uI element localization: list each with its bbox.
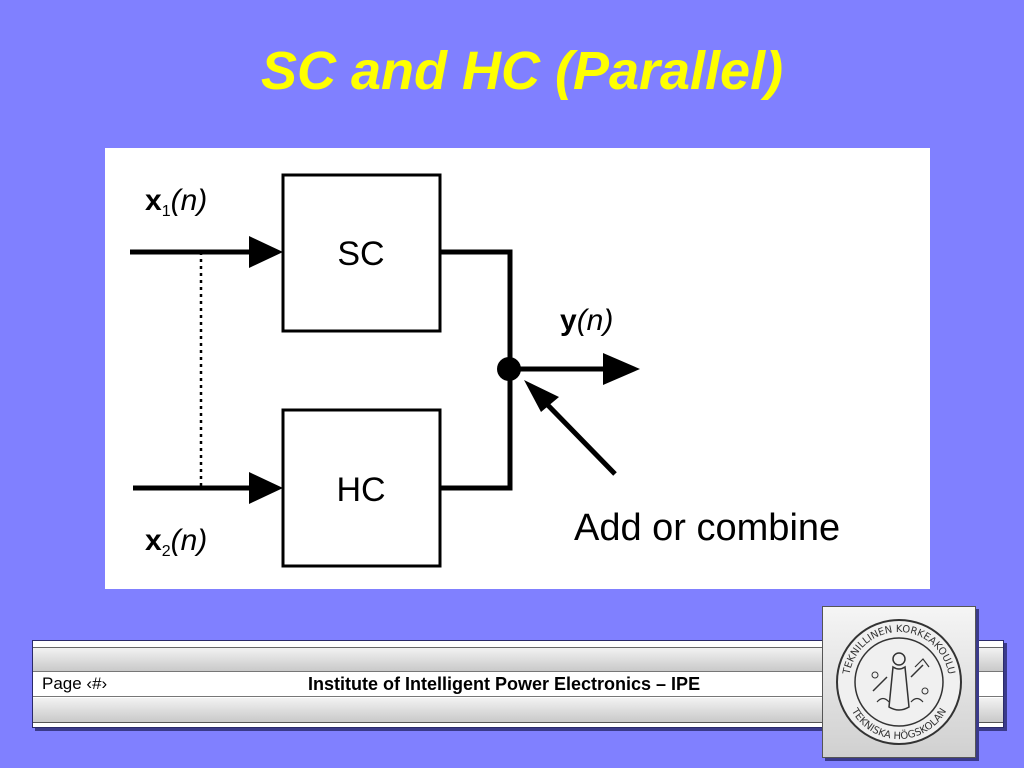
sc-block-label: SC xyxy=(337,235,384,273)
hc-block-label: HC xyxy=(336,471,385,509)
hc-block xyxy=(281,408,442,568)
hc-output-line xyxy=(440,366,513,491)
combine-pointer-line xyxy=(535,392,617,476)
sc-output-line xyxy=(440,249,513,366)
input2-arrow xyxy=(249,472,283,504)
combine-pointer-arrow xyxy=(524,380,559,412)
page-number: Page ‹#› xyxy=(42,674,108,693)
output-label: y(n) xyxy=(560,304,613,337)
input2-label: x2(n) xyxy=(145,524,207,560)
institute-name: Institute of Intelligent Power Electroni… xyxy=(308,674,701,694)
block-diagram: x1(n) SC HC x2(n) y(n) xyxy=(105,148,930,589)
slide-title: SC and HC (Parallel) xyxy=(260,41,784,101)
combine-label: Add or combine xyxy=(574,507,840,549)
output-arrow xyxy=(603,353,640,385)
university-seal-logo: TEKNILLINEN KORKEAKOULU TEKNISKA HÖGSKOL… xyxy=(822,606,976,758)
input1-arrow xyxy=(249,236,283,268)
seal-icon: TEKNILLINEN KORKEAKOULU TEKNISKA HÖGSKOL… xyxy=(836,619,962,745)
input1-label: x1(n) xyxy=(145,184,207,220)
diagram-canvas: x1(n) SC HC x2(n) y(n) xyxy=(130,173,840,568)
sc-block xyxy=(281,173,442,333)
